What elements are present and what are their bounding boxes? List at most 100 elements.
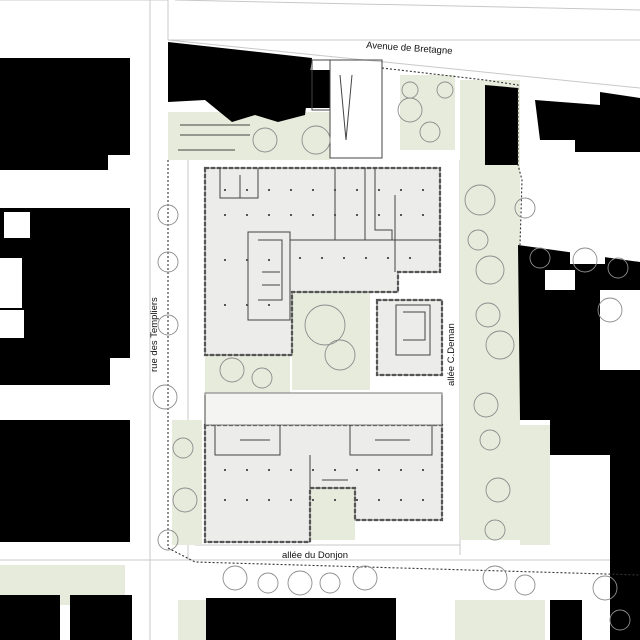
structural-column [290, 469, 292, 471]
surrounding-buildings [0, 42, 640, 640]
tree-canopy [467, 229, 489, 251]
street-label-avenue-bretagne: Avenue de Bretagne [366, 40, 453, 57]
tree-canopy [157, 204, 179, 226]
structural-column [312, 469, 314, 471]
interior-walls [178, 124, 443, 488]
structural-column [224, 259, 226, 261]
site-boundary [167, 67, 640, 576]
structural-column [422, 189, 424, 191]
green-spaces [0, 75, 550, 640]
structural-column [334, 214, 336, 216]
tree-canopy [172, 437, 194, 459]
tree-canopy [222, 565, 248, 591]
structural-column [409, 257, 411, 259]
building-courtyards [0, 212, 605, 338]
tree-canopy [252, 127, 278, 153]
structural-column [400, 214, 402, 216]
street-label-allee-donjon: allée du Donjon [282, 550, 348, 561]
tree-canopy [475, 255, 505, 285]
structural-column [400, 499, 402, 501]
structural-column [299, 257, 301, 259]
tree-canopy [529, 247, 551, 269]
tree-canopy [473, 392, 499, 418]
tree-canopy [219, 357, 245, 383]
structural-column [290, 499, 292, 501]
tree-canopy [324, 339, 356, 371]
tree-canopy [485, 477, 511, 503]
structural-column [246, 304, 248, 306]
structural-column [356, 189, 358, 191]
structural-column [356, 214, 358, 216]
tree-canopy [319, 572, 341, 594]
tree-canopy [482, 565, 508, 591]
structural-column [400, 189, 402, 191]
structural-column [400, 469, 402, 471]
structural-column [268, 214, 270, 216]
structural-column [224, 214, 226, 216]
structural-column [334, 469, 336, 471]
street-label-allee-deman: allée C.Deman [446, 323, 457, 386]
structural-column [268, 189, 270, 191]
structural-column [387, 257, 389, 259]
structural-column [290, 214, 292, 216]
structural-column [378, 189, 380, 191]
structural-column [246, 499, 248, 501]
tree-canopy [419, 121, 441, 143]
tree-canopy [304, 304, 346, 346]
structural-column [268, 259, 270, 261]
structural-column [312, 499, 314, 501]
structural-column [334, 499, 336, 501]
tree-canopy [607, 257, 629, 279]
structural-columns [224, 189, 424, 501]
structural-column [224, 469, 226, 471]
structural-column [356, 469, 358, 471]
tree-canopy [464, 184, 496, 216]
project-floor-plan [203, 59, 444, 544]
tree-canopy [157, 251, 179, 273]
structural-column [246, 189, 248, 191]
tree-canopy [157, 529, 179, 551]
tree-canopy [352, 565, 378, 591]
tree-canopy [572, 247, 598, 273]
structural-column [422, 469, 424, 471]
structural-column [290, 189, 292, 191]
tree-canopy [152, 384, 178, 410]
tree-canopy [484, 519, 506, 541]
tree-canopy [479, 429, 501, 451]
structural-column [268, 499, 270, 501]
tree-canopy [485, 330, 515, 360]
structural-column [224, 189, 226, 191]
structural-column [422, 499, 424, 501]
structural-column [246, 259, 248, 261]
structural-column [334, 189, 336, 191]
structural-column [268, 469, 270, 471]
structural-column [378, 499, 380, 501]
structural-column [378, 469, 380, 471]
tree-canopy [609, 609, 631, 631]
structural-column [356, 499, 358, 501]
tree-canopy [597, 297, 623, 323]
structural-column [246, 469, 248, 471]
structural-column [378, 214, 380, 216]
tree-canopy [514, 574, 536, 596]
tree-canopy [157, 314, 179, 336]
tree-canopy [287, 570, 313, 596]
tree-canopy [257, 572, 279, 594]
structural-column [365, 257, 367, 259]
structural-column [268, 304, 270, 306]
tree-canopy [436, 81, 454, 99]
structural-column [343, 257, 345, 259]
tree-canopy [401, 81, 419, 99]
trees [152, 81, 631, 631]
tree-canopy [475, 302, 501, 328]
tree-canopy [514, 197, 536, 219]
tree-canopy [301, 125, 331, 155]
structural-column [312, 214, 314, 216]
structural-column [312, 189, 314, 191]
street-label-rue-templiers: rue des Templiers [149, 297, 160, 372]
tree-canopy [172, 487, 198, 513]
structural-column [246, 214, 248, 216]
structural-column [224, 499, 226, 501]
structural-column [422, 214, 424, 216]
